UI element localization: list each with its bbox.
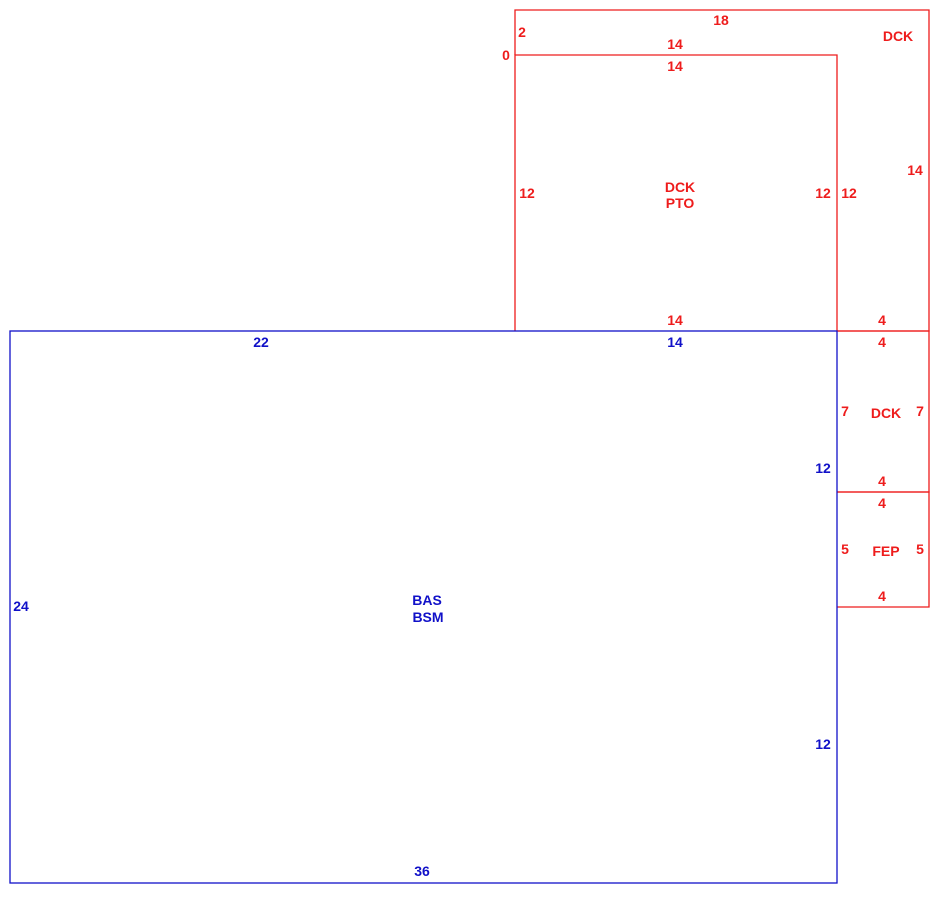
dck-small-dim-right: 7 <box>916 403 924 419</box>
dck-pto-name-line2: PTO <box>666 195 695 211</box>
dck-small-dim-bottom: 4 <box>878 473 886 489</box>
dck-pto-name-line1: DCK <box>665 179 695 195</box>
dck-pto-dim-right-inner: 12 <box>815 185 831 201</box>
bas-dim-right-lower: 12 <box>815 736 831 752</box>
fep-dim-left: 5 <box>841 541 849 557</box>
dck-outer-dim-right: 14 <box>907 162 923 178</box>
dck-pto-dim-bottom: 14 <box>667 312 683 328</box>
dck-outer-name: DCK <box>883 28 913 44</box>
bas-dim-bottom: 36 <box>414 863 430 879</box>
dck-outer-dim-bottom-right: 4 <box>878 312 886 328</box>
fep-dim-bottom: 4 <box>878 588 886 604</box>
bas-name-line1: BAS <box>412 592 442 608</box>
dck-small-dim-left: 7 <box>841 403 849 419</box>
fep-outline <box>837 491 930 608</box>
bas-outline <box>9 330 838 884</box>
bas-name-line2: BSM <box>412 609 443 625</box>
dck-outer-outline <box>514 9 930 332</box>
dck-outer-dim-left-a: 2 <box>518 24 526 40</box>
dck-pto-outline <box>514 54 838 331</box>
dck-pto-dim-top-outer: 14 <box>667 36 683 52</box>
dck-small-dim-top: 4 <box>878 334 886 350</box>
fep-dim-top: 4 <box>878 495 886 511</box>
fep-name: FEP <box>872 543 899 559</box>
dck-small-name: DCK <box>871 405 901 421</box>
dck-pto-dim-top-inner: 14 <box>667 58 683 74</box>
dck-outer-dim-top: 18 <box>713 12 729 28</box>
fep-dim-right: 5 <box>916 541 924 557</box>
dck-outer-dim-left-b: 0 <box>502 47 510 63</box>
dck-pto-dim-left: 12 <box>519 185 535 201</box>
bas-dim-right-upper: 12 <box>815 460 831 476</box>
bas-dim-top-right: 14 <box>667 334 683 350</box>
bas-dim-left: 24 <box>13 598 29 614</box>
dck-pto-dim-right-outer: 12 <box>841 185 857 201</box>
bas-dim-top-left: 22 <box>253 334 269 350</box>
